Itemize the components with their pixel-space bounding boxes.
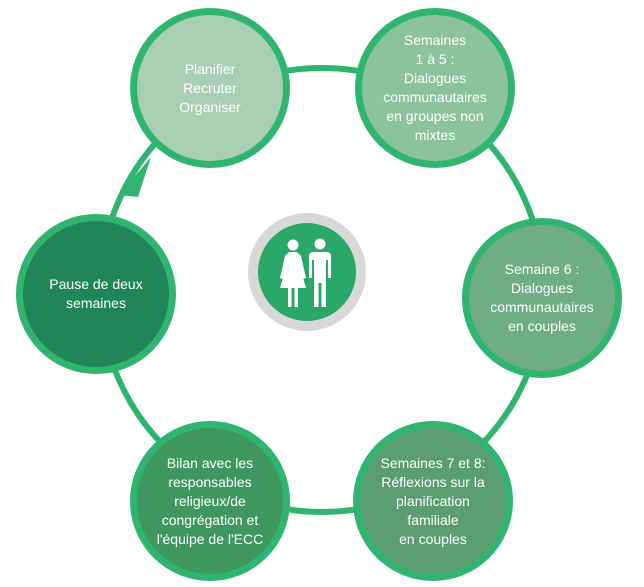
stage-label-line: en groupes non bbox=[386, 108, 484, 124]
stage-label-line: planification familiale bbox=[396, 492, 470, 528]
stage-node-week-6: Semaine 6 : Dialogues communautaires en … bbox=[462, 218, 622, 378]
stage-node-label: Semaines 7 et 8: Réflexions sur la plani… bbox=[375, 454, 492, 549]
stage-label-line: 1 à 5 : bbox=[415, 51, 455, 67]
man-and-woman-icon bbox=[280, 238, 331, 307]
stage-node-label: Semaine 6 : Dialogues communautaires en … bbox=[484, 260, 601, 336]
stage-node-plan-recruit-organise: Planifier Recruter Organiser bbox=[130, 8, 290, 168]
stage-label-line: Recruter bbox=[183, 79, 237, 96]
center-node bbox=[248, 213, 366, 331]
stage-label-line: en couples bbox=[508, 318, 576, 334]
stage-label-line: l'équipe de l'ECC bbox=[156, 530, 264, 547]
stage-label-line: communautaires bbox=[490, 299, 594, 315]
stage-label-line: Planifier bbox=[184, 60, 236, 77]
stage-node-weeks-7-8: Semaines 7 et 8: Réflexions sur la plani… bbox=[353, 421, 513, 581]
stage-label-line: communautaires bbox=[383, 89, 487, 105]
stage-label-line: religieux/de bbox=[174, 492, 246, 509]
stage-label-line: congrégation et bbox=[161, 511, 259, 528]
stage-node-label: Semaines 1 à 5 : Dialogues communautaire… bbox=[377, 31, 494, 145]
stage-node-label: Pause de deux semaines bbox=[38, 275, 155, 313]
stage-label-line: Bilan avec les bbox=[166, 454, 254, 471]
stage-label-line: Dialogues bbox=[403, 70, 467, 86]
stage-node-two-week-pause: Pause de deux semaines bbox=[16, 214, 176, 374]
stage-label-line: mixtes bbox=[414, 127, 456, 143]
center-node-inner bbox=[258, 223, 356, 321]
stage-label-line: en couples bbox=[399, 530, 467, 547]
stage-label-line: Réflexions sur la bbox=[381, 473, 485, 490]
stage-node-label: Bilan avec les responsables religieux/de… bbox=[152, 454, 269, 549]
stage-label-line: Semaines 7 et 8: bbox=[380, 454, 486, 471]
stage-label-line: Semaine 6 : bbox=[504, 261, 580, 277]
stage-label-line: semaines bbox=[66, 295, 126, 311]
cycle-arrow-head bbox=[119, 157, 151, 197]
stage-label-line: Organiser bbox=[179, 98, 241, 115]
stage-label-line: Pause de deux bbox=[49, 276, 143, 292]
stage-node-weeks-1-5: Semaines 1 à 5 : Dialogues communautaire… bbox=[355, 8, 515, 168]
stage-node-review: Bilan avec les responsables religieux/de… bbox=[130, 421, 290, 581]
stage-label-line: Dialogues bbox=[510, 280, 574, 296]
stage-label-line: responsables bbox=[168, 473, 252, 490]
stage-node-label: Planifier Recruter Organiser bbox=[152, 60, 269, 117]
stage-label-line: Semaines bbox=[403, 32, 467, 48]
